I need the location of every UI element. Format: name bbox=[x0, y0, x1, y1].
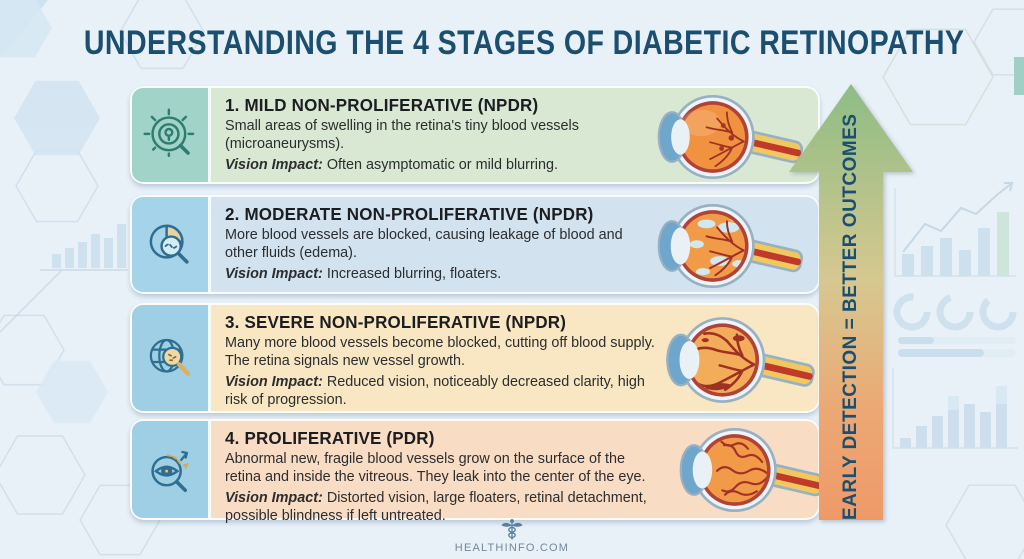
vision-impact-label: Vision Impact: bbox=[225, 373, 323, 390]
lens bbox=[679, 341, 700, 379]
hemorrhage-blotches bbox=[701, 335, 745, 391]
stage-row-3: 3. SEVERE NON-PROLIFERATIVE (NPDR) Many … bbox=[130, 303, 820, 413]
eye-illustration-stage-4 bbox=[679, 427, 826, 513]
magnifier-pie-icon bbox=[149, 224, 189, 264]
page-title: UNDERSTANDING THE 4 STAGES OF DIABETIC R… bbox=[83, 24, 965, 62]
vision-impact-label: Vision Impact: bbox=[225, 489, 323, 506]
stage-title: 4. PROLIFERATIVE (PDR) bbox=[225, 428, 435, 448]
retinal-vessels bbox=[694, 332, 756, 392]
vision-impact: Vision Impact: Reduced vision, noticeabl… bbox=[225, 374, 659, 410]
stage-4-icon-box bbox=[132, 421, 211, 518]
vision-impact-label: Vision Impact: bbox=[225, 265, 323, 282]
magnifier-dial-eye-icon bbox=[143, 108, 195, 158]
eye-illustration-stage-3 bbox=[666, 317, 815, 403]
progression-arrow bbox=[789, 84, 913, 520]
footer-brand: HEALTHINFO.COM bbox=[454, 542, 570, 554]
stage-description: Small areas of swelling in the retina's … bbox=[225, 118, 579, 152]
stage-title: 2. MODERATE NON-PROLIFERATIVE (NPDR) bbox=[225, 204, 594, 224]
eye-illustration-stage-2 bbox=[657, 203, 804, 289]
microaneurysm-dots bbox=[719, 123, 735, 151]
neovascular-vessels bbox=[715, 440, 768, 496]
retinal-vessels bbox=[705, 220, 745, 277]
stage-description: Abnormal new, fragile blood vessels grow… bbox=[225, 451, 646, 485]
stage-2-icon-box bbox=[132, 197, 211, 292]
vision-impact: Vision Impact: Distorted vision, large f… bbox=[225, 490, 659, 526]
stage-title: 3. SEVERE NON-PROLIFERATIVE (NPDR) bbox=[225, 312, 567, 332]
vision-impact: Vision Impact: Increased blurring, float… bbox=[225, 266, 659, 284]
vision-impact-text: Distorted vision, large floaters, retina… bbox=[225, 489, 647, 524]
stage-1-icon-box bbox=[132, 88, 211, 182]
caduceus-icon bbox=[501, 519, 523, 540]
arrow-label: EARLY DETECTION = BETTER OUTCOMES bbox=[840, 113, 861, 520]
stage-description: More blood vessels are blocked, causing … bbox=[225, 227, 623, 261]
vision-impact-text: Reduced vision, noticeably decreased cla… bbox=[225, 373, 645, 408]
vision-impact-label: Vision Impact: bbox=[225, 156, 323, 173]
lens bbox=[692, 451, 713, 489]
eye-illustration-stage-1 bbox=[657, 94, 804, 180]
vision-impact-text: Often asymptomatic or mild blurring. bbox=[326, 156, 558, 173]
vision-impact: Vision Impact: Often asymptomatic or mil… bbox=[225, 157, 659, 175]
stage-row-4: 4. PROLIFERATIVE (PDR) Abnormal new, fra… bbox=[130, 419, 826, 524]
globe-magnifier-icon bbox=[149, 338, 191, 376]
stage-title: 1. MILD NON-PROLIFERATIVE (NPDR) bbox=[225, 95, 539, 115]
stage-description: Many more blood vessels become blocked, … bbox=[225, 335, 655, 369]
vision-impact-text: Increased blurring, floaters. bbox=[326, 265, 502, 282]
lens bbox=[671, 119, 690, 155]
stage-row-2: 2. MODERATE NON-PROLIFERATIVE (NPDR) Mor… bbox=[130, 195, 820, 294]
retinal-vessels bbox=[705, 111, 745, 168]
footer: HEALTHINFO.COM bbox=[0, 518, 1024, 554]
stage-3-icon-box bbox=[132, 305, 211, 411]
eye-magnifier-arrow-icon bbox=[151, 450, 189, 492]
lens bbox=[670, 227, 691, 265]
stage-row-1: 1. MILD NON-PROLIFERATIVE (NPDR) Small a… bbox=[130, 86, 820, 184]
